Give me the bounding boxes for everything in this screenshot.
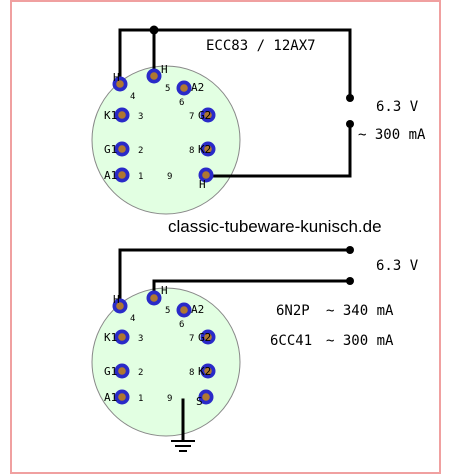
bottom-pin-8-name: K2 xyxy=(198,365,211,378)
bottom-pin-2-name: G1 xyxy=(104,365,117,378)
bottom-pin-1-contact xyxy=(118,393,126,401)
bottom-pin-3-number: 3 xyxy=(138,334,143,344)
ground-symbol-icon xyxy=(171,440,195,452)
bottom-heater-label-3: S xyxy=(196,395,203,408)
top-pin-1-name: A1 xyxy=(104,169,117,182)
bottom-pin-2-number: 2 xyxy=(138,368,143,378)
bottom-pin-3-contact xyxy=(118,333,126,341)
top-pin-7-number: 7 xyxy=(189,112,194,122)
bottom-tube2-current: ~ 300 mA xyxy=(326,333,394,349)
bottom-pin-7-name: G2 xyxy=(198,331,211,344)
top-pin-8-name: K2 xyxy=(198,143,211,156)
top-switch-contact-upper xyxy=(346,94,354,102)
bottom-pin-5-contact xyxy=(150,294,158,302)
top-pin-6-contact xyxy=(180,84,188,92)
top-tube-title: ECC83 / 12AX7 xyxy=(206,38,316,54)
top-pin-7-contact xyxy=(204,111,212,119)
bottom-heater-label-1: H xyxy=(113,293,120,306)
top-pin-4-contact xyxy=(116,80,124,88)
bottom-pin-9-contact xyxy=(202,393,210,401)
top-pin-8-number: 8 xyxy=(189,146,194,156)
bottom-pin-5-number: 5 xyxy=(165,306,170,316)
bottom-pin-1-number: 1 xyxy=(138,394,143,404)
bottom-pin-4-contact xyxy=(116,302,124,310)
bottom-heater-label-2: H xyxy=(161,284,168,297)
bottom-pin-7-contact xyxy=(204,333,212,341)
top-pin-5-number: 5 xyxy=(165,84,170,94)
bottom-pin-6-name: A2 xyxy=(191,303,204,316)
bottom-pin-2-contact xyxy=(118,367,126,375)
top-pin-7-name: G2 xyxy=(198,109,211,122)
top-pin-8-contact xyxy=(204,145,212,153)
top-pin-9-contact xyxy=(202,171,210,179)
top-pin-3-contact xyxy=(118,111,126,119)
bottom-supply-voltage: 6.3 V xyxy=(376,258,419,274)
top-heater-label-2: H xyxy=(161,63,168,76)
top-pin-4-number: 4 xyxy=(130,92,135,102)
top-pin-2-number: 2 xyxy=(138,146,143,156)
top-pin-1-contact xyxy=(118,171,126,179)
top-pin-3-name: K1 xyxy=(104,109,117,122)
top-switch-contact-lower xyxy=(346,120,354,128)
bottom-pin-8-contact xyxy=(204,367,212,375)
bottom-pin-9-number: 9 xyxy=(167,394,172,404)
top-supply-current: ~ 300 mA xyxy=(358,127,426,143)
bottom-pin-1-name: A1 xyxy=(104,391,117,404)
bottom-tube2-name: 6CC41 xyxy=(270,333,312,349)
top-pin-6-number: 6 xyxy=(179,98,184,108)
top-heater-label-3: H xyxy=(199,178,206,191)
website-watermark: classic-tubeware-kunisch.de xyxy=(168,217,382,236)
top-pin-1-number: 1 xyxy=(138,172,143,182)
bottom-pin-6-contact xyxy=(180,306,188,314)
bottom-pin-6-number: 6 xyxy=(179,320,184,330)
top-heater-label-1: H xyxy=(113,71,120,84)
top-supply-voltage: 6.3 V xyxy=(376,99,419,115)
top-junction-dot xyxy=(149,25,159,35)
bottom-pin-8-number: 8 xyxy=(189,368,194,378)
bottom-tube1-name: 6N2P xyxy=(276,303,310,319)
bottom-pin-4-number: 4 xyxy=(130,314,135,324)
top-pin-5-contact xyxy=(150,72,158,80)
bottom-terminal-upper xyxy=(346,246,354,254)
top-pin-9-number: 9 xyxy=(167,172,172,182)
top-socket-pins: 1 A1 2 G1 3 K1 4 56 A2 7 G2 8 K2 9 xyxy=(104,68,216,183)
bottom-tube1-current: ~ 340 mA xyxy=(326,303,394,319)
top-pin-3-number: 3 xyxy=(138,112,143,122)
top-pin-2-name: G1 xyxy=(104,143,117,156)
bottom-pin-3-name: K1 xyxy=(104,331,117,344)
top-heater-wiring xyxy=(118,28,352,178)
top-pin-6-name: A2 xyxy=(191,81,204,94)
bottom-pin-7-number: 7 xyxy=(189,334,194,344)
top-pin-2-contact xyxy=(118,145,126,153)
bottom-socket-pins: 1 A1 2 G1 3 K1 4 56 A2 7 G2 8 K2 9 xyxy=(104,290,216,405)
bottom-terminal-lower xyxy=(346,277,354,285)
